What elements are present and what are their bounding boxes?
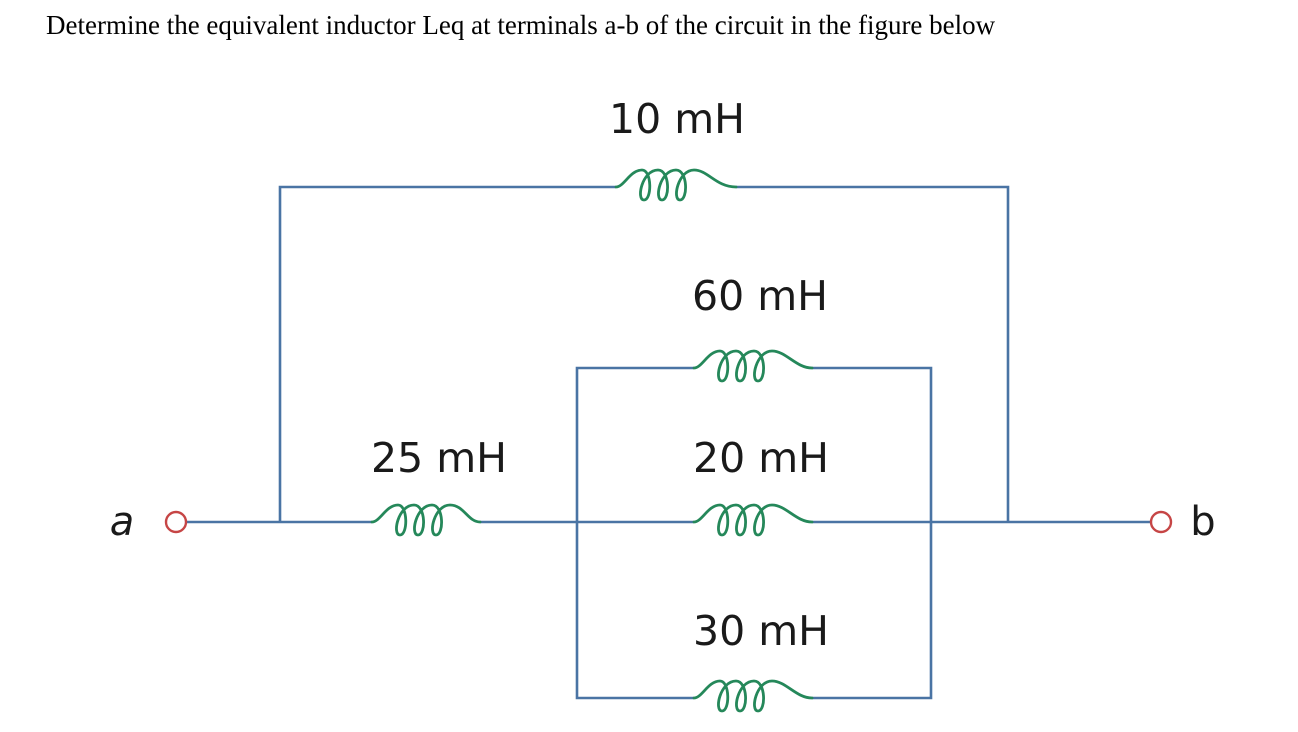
inductor-labels: 10 mH 60 mH 25 mH 20 mH 30 mH [371,95,829,655]
terminal-b-label: b [1190,499,1215,545]
wire-60mh-left [575,366,694,522]
inductor-30mh-label: 30 mH [693,607,829,655]
inductor-25mh-coil [370,503,482,537]
wire-30mh-left [575,522,694,700]
inductor-25mh-label: 25 mH [371,434,507,482]
inductor-60mh-label: 60 mH [692,272,828,320]
wire-60mh-right [812,366,933,522]
inductor-20mh-coil [692,503,814,537]
terminal-a-label: a [110,499,135,545]
question-text: Determine the equivalent inductor Leq at… [46,10,996,40]
inductor-20mh-label: 20 mH [693,434,829,482]
wires [186,185,1151,700]
wire-10mh-left [278,185,616,522]
terminals: a b [110,499,1216,545]
inductor-10mh-label: 10 mH [609,95,745,143]
coils [370,168,814,713]
wire-30mh-right [812,522,933,700]
inductor-30mh-coil [692,679,814,713]
terminal-a-node [164,510,188,534]
inductor-60mh-coil [692,349,814,383]
terminal-b-node [1149,510,1173,534]
wire-10mh-right [736,185,1010,522]
inductor-10mh-coil [614,168,738,202]
